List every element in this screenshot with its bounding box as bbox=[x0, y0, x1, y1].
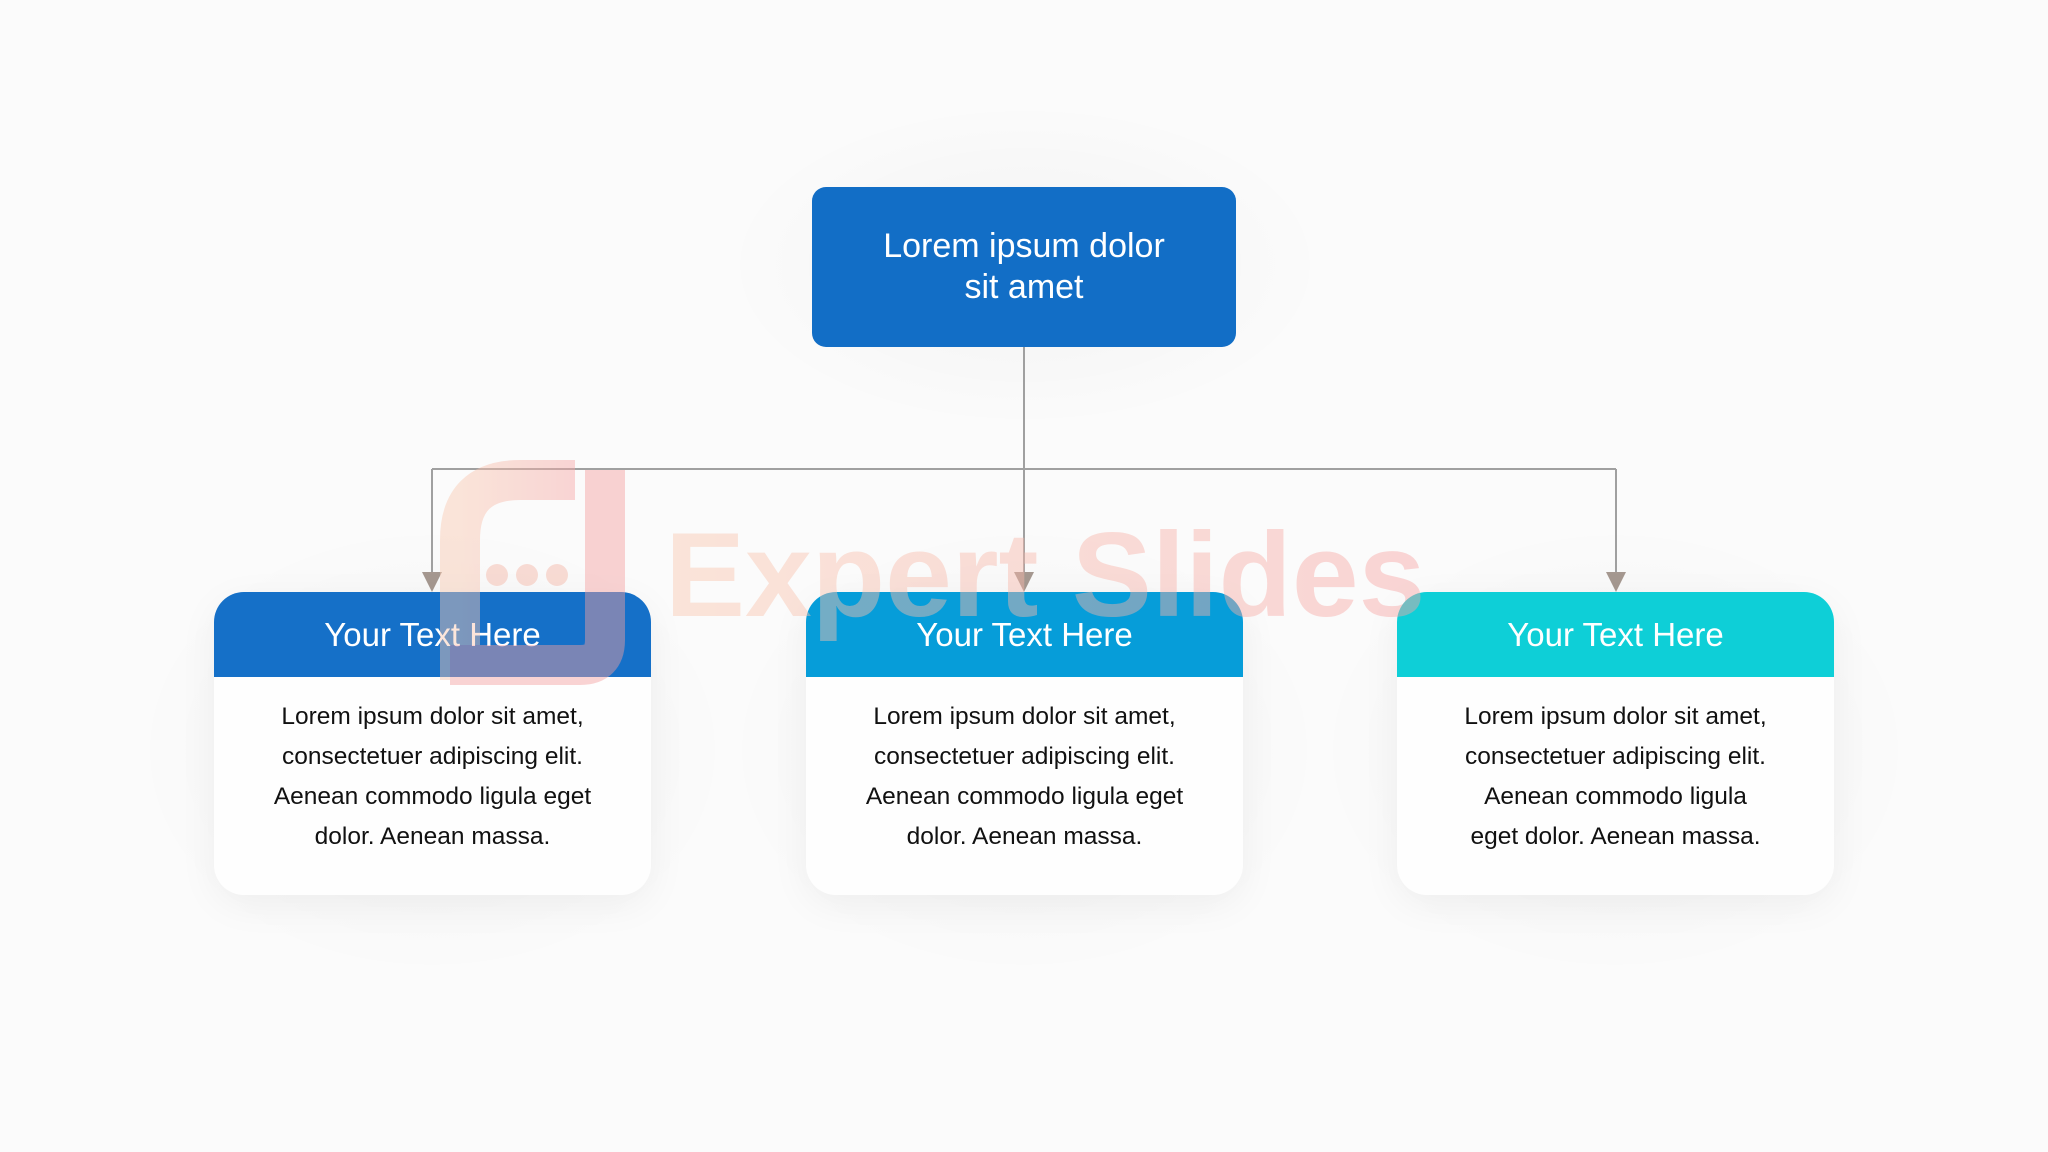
child-card-header: Your Text Here bbox=[806, 592, 1243, 677]
child-card-3: Your Text Here Lorem ipsum dolor sit ame… bbox=[1397, 592, 1834, 895]
child-card-body: Lorem ipsum dolor sit amet, consectetuer… bbox=[1464, 703, 1767, 850]
child-card-header: Your Text Here bbox=[214, 592, 651, 677]
arrow-head-icon bbox=[1014, 572, 1034, 592]
root-node: Lorem ipsum dolor sit amet bbox=[812, 187, 1236, 347]
child-card-title: Your Text Here bbox=[1507, 615, 1724, 653]
child-card-2: Your Text Here Lorem ipsum dolor sit ame… bbox=[806, 592, 1243, 895]
child-card-header: Your Text Here bbox=[1397, 592, 1834, 677]
child-card-1: Your Text Here Lorem ipsum dolor sit ame… bbox=[214, 592, 651, 895]
arrow-head-icon bbox=[422, 572, 442, 592]
child-card-title: Your Text Here bbox=[324, 615, 541, 653]
child-card-body: Lorem ipsum dolor sit amet, consectetuer… bbox=[865, 703, 1184, 850]
root-node-label: Lorem ipsum dolor sit amet bbox=[883, 227, 1165, 306]
arrow-head-icon bbox=[1606, 572, 1626, 592]
child-card-body: Lorem ipsum dolor sit amet, consectetuer… bbox=[273, 703, 592, 850]
child-card-title: Your Text Here bbox=[916, 615, 1133, 653]
